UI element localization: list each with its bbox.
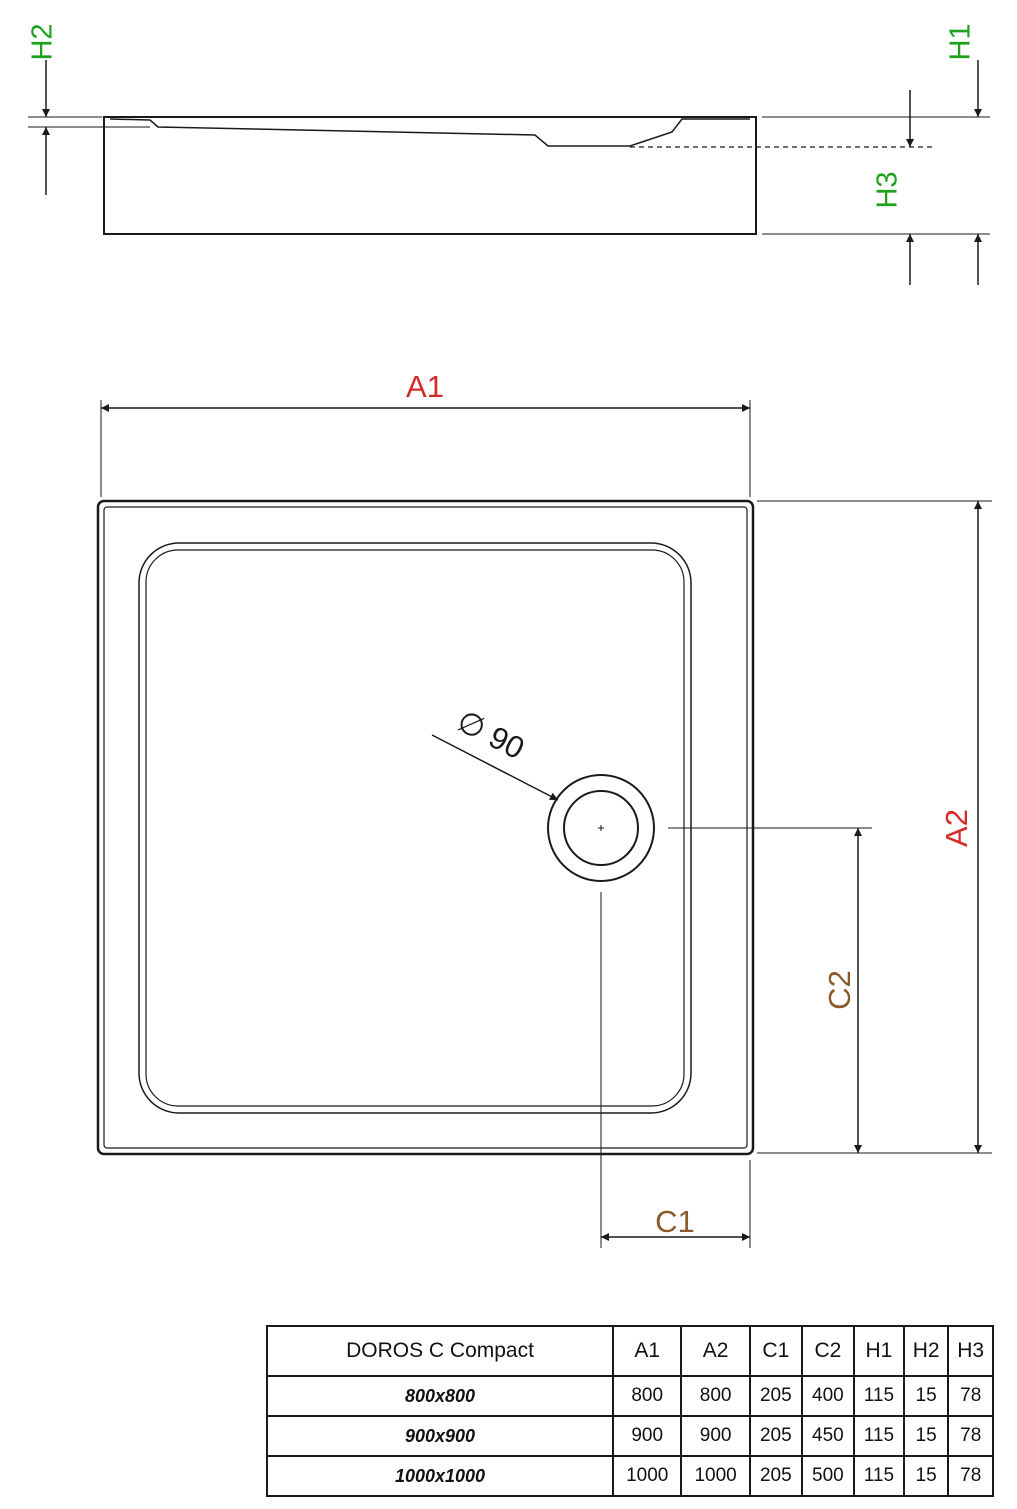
label-A1: A1 bbox=[406, 369, 444, 404]
table-cell: 205 bbox=[748, 1415, 803, 1457]
header-C1: C1 bbox=[748, 1325, 803, 1377]
table-cell: 115 bbox=[852, 1455, 905, 1497]
label-A2: A2 bbox=[939, 809, 974, 847]
header-H3: H3 bbox=[947, 1325, 994, 1377]
table-row: 1000x1000 1000 1000 205 500 115 15 78 bbox=[266, 1455, 994, 1497]
table-cell: 800 bbox=[611, 1375, 683, 1417]
table-cell: 15 bbox=[902, 1415, 950, 1457]
header-H1: H1 bbox=[852, 1325, 905, 1377]
header-A2: A2 bbox=[680, 1325, 751, 1377]
label-H3: H3 bbox=[872, 171, 904, 208]
drain-inner bbox=[563, 790, 639, 866]
drain-outer bbox=[547, 774, 655, 882]
table-cell: 900 bbox=[680, 1415, 751, 1457]
label-H1: H1 bbox=[945, 23, 977, 60]
table-cell: 1000 bbox=[611, 1455, 683, 1497]
header-H2: H2 bbox=[902, 1325, 950, 1377]
table-cell: 15 bbox=[902, 1455, 950, 1497]
product-name: DOROS C Compact bbox=[266, 1325, 614, 1377]
table-cell: 900 bbox=[611, 1415, 683, 1457]
table-cell: 400 bbox=[800, 1375, 855, 1417]
table-row: 800x800 800 800 205 400 115 15 78 bbox=[266, 1375, 994, 1417]
header-C2: C2 bbox=[800, 1325, 855, 1377]
label-C1: C1 bbox=[655, 1204, 695, 1239]
table-cell: 115 bbox=[852, 1415, 905, 1457]
top-view bbox=[96, 400, 992, 1248]
table-cell: 500 bbox=[800, 1455, 855, 1497]
tray-side-outline bbox=[103, 116, 757, 235]
model-size: 1000x1000 bbox=[266, 1455, 614, 1497]
table-cell: 450 bbox=[800, 1415, 855, 1457]
dimensions-table: DOROS C Compact A1 A2 C1 C2 H1 H2 H3 800… bbox=[266, 1325, 994, 1497]
table-cell: 115 bbox=[852, 1375, 905, 1417]
tray-inner-basin bbox=[138, 542, 692, 1114]
model-size: 900x900 bbox=[266, 1415, 614, 1457]
model-size: 800x800 bbox=[266, 1375, 614, 1417]
table-row: 900x900 900 900 205 450 115 15 78 bbox=[266, 1415, 994, 1457]
tray-floor-profile bbox=[109, 118, 750, 147]
table-cell: 205 bbox=[748, 1375, 803, 1417]
table-header-row: DOROS C Compact A1 A2 C1 C2 H1 H2 H3 bbox=[266, 1325, 994, 1377]
table-cell: 1000 bbox=[680, 1455, 751, 1497]
label-H2: H2 bbox=[27, 23, 59, 60]
table-cell: 15 bbox=[902, 1375, 950, 1417]
header-A1: A1 bbox=[611, 1325, 683, 1377]
label-drain-diameter: ∅ 90 bbox=[452, 703, 530, 766]
label-C2: C2 bbox=[822, 970, 857, 1010]
side-view bbox=[28, 60, 990, 285]
table-cell: 800 bbox=[680, 1375, 751, 1417]
table-cell: 78 bbox=[947, 1415, 994, 1457]
table-cell: 78 bbox=[947, 1375, 994, 1417]
table-cell: 78 bbox=[947, 1455, 994, 1497]
table-cell: 205 bbox=[748, 1455, 803, 1497]
